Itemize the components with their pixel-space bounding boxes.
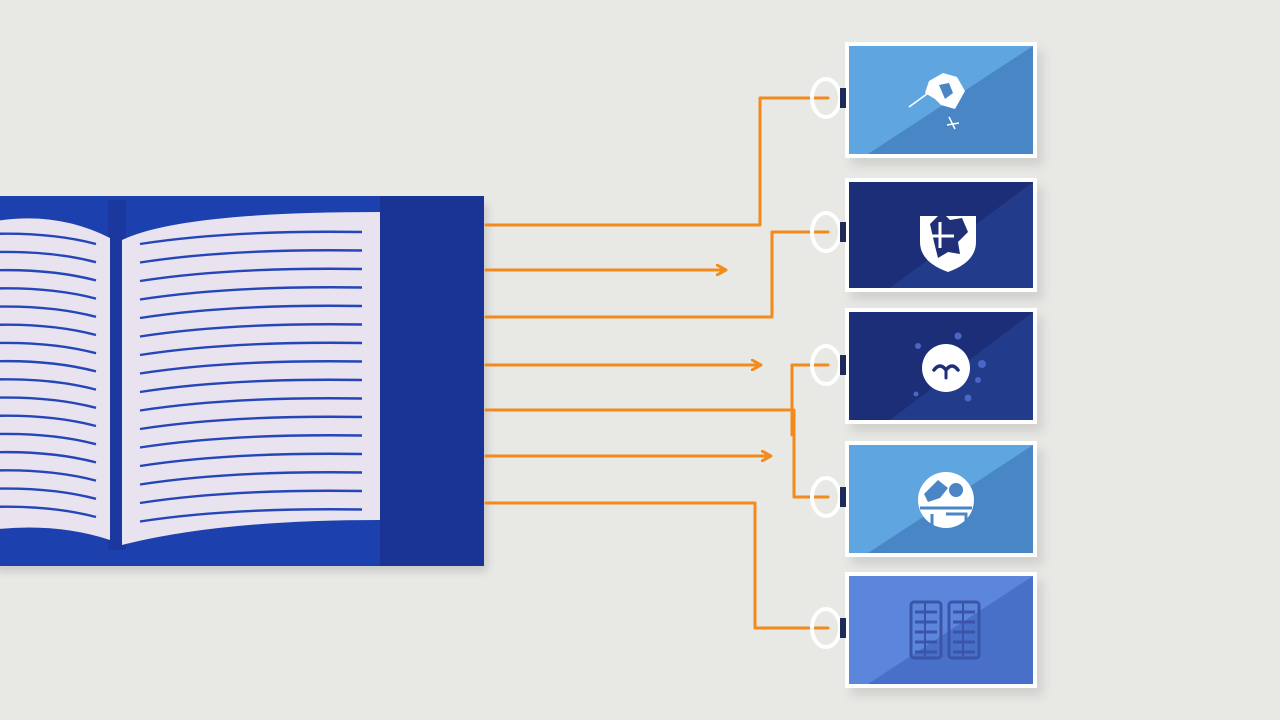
card-2-clip: [810, 211, 846, 253]
book-cover-edge: [380, 196, 484, 566]
face-circle-icon: [913, 332, 986, 402]
card-5: [845, 572, 1037, 688]
arrow-5-branch-low: [792, 408, 830, 499]
book-spine: [108, 200, 126, 550]
card-3-clip: [810, 344, 846, 386]
arrow-7: [484, 501, 830, 630]
page-line-left: [0, 378, 97, 391]
page-line-left: [0, 305, 97, 318]
arrow-1: [484, 96, 830, 227]
page-line-right: [139, 415, 363, 431]
card-1-clip: [810, 77, 846, 119]
page-line-left: [0, 450, 97, 464]
page-line-right: [139, 434, 363, 449]
page-line-left: [0, 469, 97, 482]
page-line-right: [139, 286, 363, 301]
connectors: [484, 96, 830, 630]
page-line-left: [0, 232, 97, 246]
page-line-right: [139, 378, 363, 394]
page-line-right: [139, 360, 363, 375]
page-line-right: [139, 249, 363, 264]
grid-document-icon: [909, 600, 981, 660]
page-line-right: [139, 304, 363, 320]
page-line-left: [0, 323, 97, 337]
page-lines: [0, 230, 363, 523]
cards: [810, 42, 1037, 688]
page-line-right: [139, 230, 363, 246]
page-line-right: [139, 471, 363, 486]
page-line-left: [0, 250, 97, 264]
page-line-left: [0, 414, 97, 428]
page-line-left: [0, 359, 97, 373]
page-line-left: [0, 505, 97, 519]
book-right-page: [122, 212, 380, 545]
page-line-left: [0, 432, 97, 446]
card-4-clip: [810, 476, 846, 518]
card-5-clip: [810, 607, 846, 649]
page-line-right: [139, 267, 363, 283]
page-line-right: [139, 452, 363, 468]
arrow-3: [484, 230, 830, 319]
shield-map-icon: [920, 212, 976, 272]
page-line-left: [0, 487, 97, 500]
page-line-left: [0, 268, 97, 282]
page-line-right: [139, 508, 363, 523]
globe-icon: [918, 472, 974, 528]
open-book: [0, 196, 484, 566]
page-line-left: [0, 287, 97, 300]
page-line-left: [0, 341, 97, 355]
page-line-right: [139, 489, 363, 505]
page-line-left: [0, 396, 97, 409]
page-line-right: [139, 397, 363, 412]
page-line-right: [139, 341, 363, 357]
page-line-right: [139, 323, 363, 338]
map-shape-icon: [908, 73, 965, 130]
